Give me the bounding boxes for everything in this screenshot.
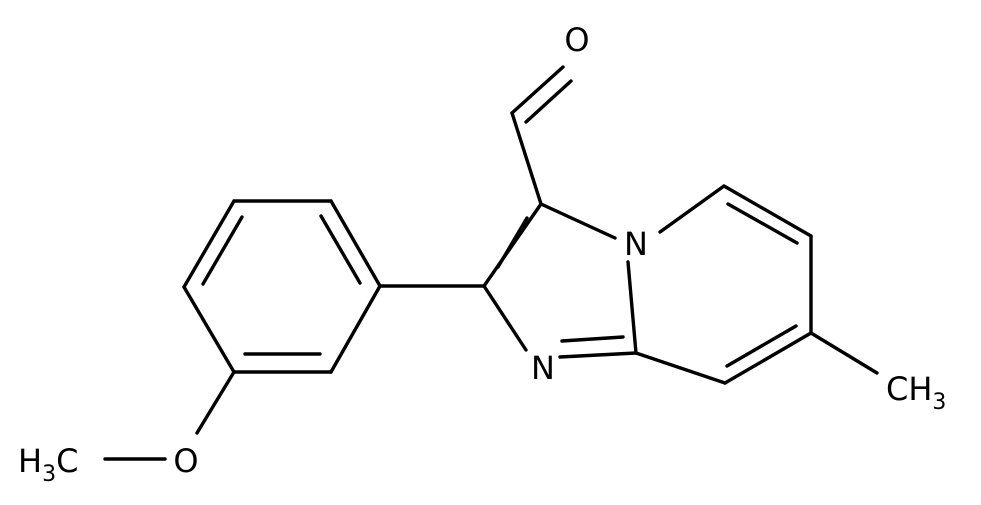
bond-c7-c8-2	[725, 324, 798, 368]
bond-c5-c6-1	[722, 184, 813, 238]
methyl-left-label: H3C	[18, 442, 78, 487]
methyl-left-subscript: 3	[42, 462, 56, 487]
methyl-left-main: H	[18, 442, 42, 480]
bond-n4-c8a	[626, 260, 638, 355]
bond-n4-c5	[658, 184, 726, 234]
bond-c7-methyl	[809, 331, 879, 375]
bond-ph-6	[329, 284, 382, 374]
methyl-left-tail: C	[56, 442, 78, 480]
bond-c8-c8a	[634, 351, 727, 385]
bond-n1-c8a-2	[560, 335, 625, 343]
bond-c2-c3-2	[496, 216, 529, 269]
methyl-right-main: CH	[886, 370, 932, 408]
bond-c3-n4	[539, 202, 617, 240]
atom-oxygen-methoxy: O	[173, 442, 198, 480]
bond-ph-1	[329, 199, 382, 288]
bonds	[103, 65, 879, 461]
bond-ring-o	[195, 370, 236, 435]
bond-aldehyde-co-1	[510, 65, 565, 115]
methyl-right-subscript: 3	[932, 390, 946, 415]
atom-oxygen-aldehyde: O	[564, 21, 589, 59]
bond-c7-c8-1	[723, 331, 813, 385]
bond-ph-inner-1	[319, 214, 362, 285]
bond-c3-cho	[510, 111, 543, 206]
atom-labels: O N N O CH3 H3C	[18, 21, 946, 487]
atom-nitrogen-bridge: N	[624, 225, 648, 263]
bond-c5-c6-2	[726, 202, 799, 245]
bond-n1-c8a-1	[558, 351, 638, 359]
bond-ph-4	[182, 285, 236, 374]
methyl-right-label: CH3	[886, 370, 946, 415]
bond-ph-3	[182, 199, 236, 289]
bond-aldehyde-co-2	[524, 79, 573, 124]
bond-ph-inner-2	[201, 215, 244, 286]
atom-nitrogen-ring: N	[531, 349, 555, 387]
bond-c2-n1	[482, 284, 528, 352]
